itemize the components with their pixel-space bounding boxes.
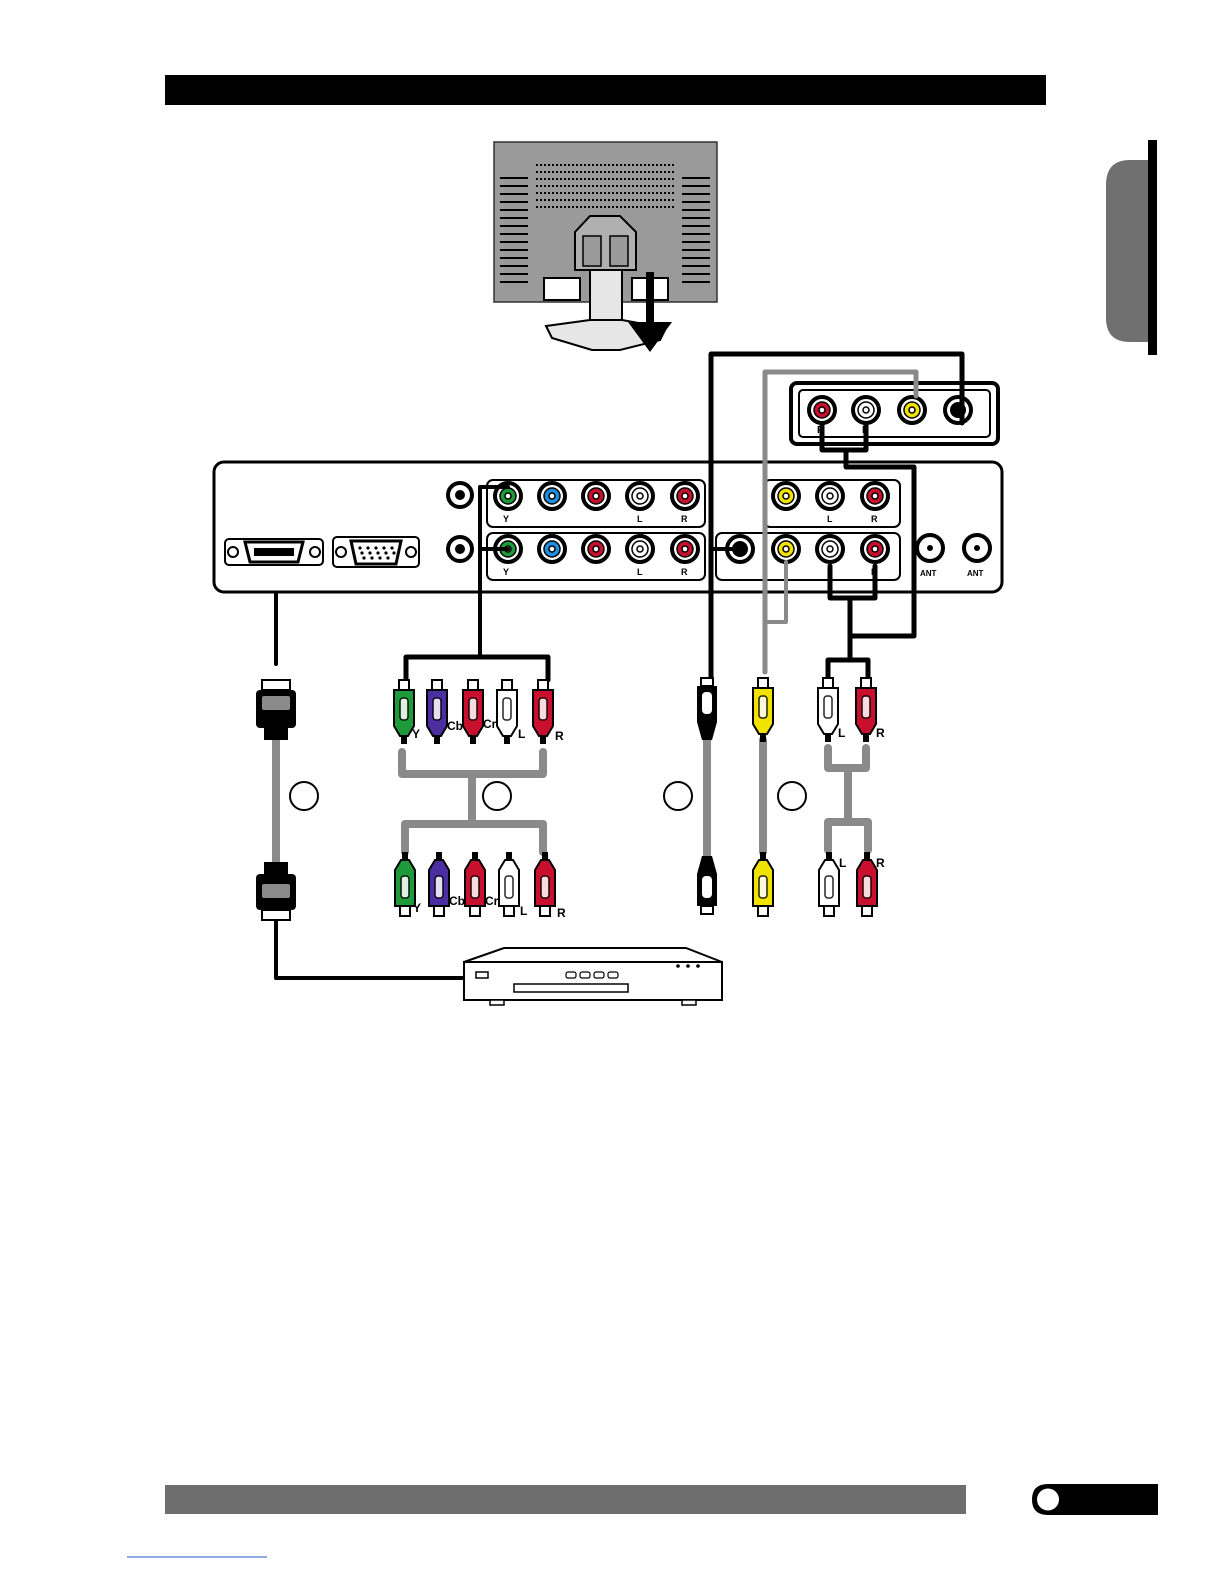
comp-plug-bottom-cr: Cr [485,894,499,908]
hdmi-plug-icon [256,862,296,920]
audio-plug-bottom-r: R [876,856,885,870]
audio-plug-top-r: R [876,726,885,740]
svideo-plug-icon [697,678,717,740]
svideo-port-icon [945,397,971,423]
rca-plug-icon [394,680,414,744]
rca-plug-icon [856,678,876,742]
av1-label-r: R [871,514,878,524]
rca-jack-icon [809,397,835,423]
rca-plug-icon [535,852,555,916]
comp-plug-top-y: Y [412,727,420,741]
audio-plugs-bottom: L R [819,852,885,916]
comp-plug-top-l: L [518,727,525,741]
tv-rear-panel: Y L R Y L R L R L R [214,462,1002,592]
rca-jack-icon [853,397,879,423]
step-circle-icon [664,782,692,810]
step-circle-icon [290,782,318,810]
vga-port-icon [333,537,419,567]
audio-plugs-top: L R [818,678,885,742]
rca-plug-icon [427,680,447,744]
ant2-label: ANT [967,569,984,578]
step-circle-icon [778,782,806,810]
audio-plug-bottom-l: L [839,856,846,870]
hdmi-plug-icon [256,680,296,740]
component-plugs-top: Y Cb Cr L R [394,680,564,744]
rca-plug-icon [463,680,483,744]
comp1-label-r: R [681,514,688,524]
rca-plug-icon [465,852,485,916]
rca-plug-icon [429,852,449,916]
av1-label-l: L [827,514,833,524]
ant1-label: ANT [920,569,937,578]
rca-plug-icon [499,852,519,916]
comp1-label-l: L [637,514,643,524]
comp-plug-top-cb: Cb [447,719,463,733]
rca-plug-icon [753,678,773,742]
step-circle-icon [483,782,511,810]
svideo-plug-icon [697,856,717,914]
rca-plug-icon [533,680,553,744]
header-bar [165,75,1046,105]
footer-bar [165,1485,966,1514]
comp2-label-r: R [681,567,688,577]
comp2-label-y: Y [503,567,509,577]
comp-plug-bottom-y: Y [413,901,421,915]
comp-plug-top-r: R [555,729,564,743]
audio-plug-top-l: L [838,726,845,740]
comp-plug-top-cr: Cr [483,717,497,731]
comp1-label-y: Y [503,514,509,524]
rca-plug-icon [857,852,877,916]
comp-plug-bottom-r: R [557,906,566,920]
rca-plug-icon [819,852,839,916]
rca-plug-icon [753,852,773,916]
rca-plug-icon [497,680,517,744]
comp2-label-l: L [637,567,643,577]
dvd-player-icon [464,948,722,1005]
page-number-tab [1032,1484,1158,1515]
component-plugs-bottom: Y Cb Cr L R [395,852,566,920]
hdmi-port-icon [225,539,323,565]
comp-plug-bottom-l: L [520,904,527,918]
antenna-port-icon [964,535,990,561]
rca-plug-icon [818,678,838,742]
antenna-port-icon [917,535,943,561]
rca-jack-icon [899,397,925,423]
comp-plug-bottom-cb: Cb [449,894,465,908]
monitor-back-icon [494,142,717,350]
rca-plug-icon [395,852,415,916]
side-tab [1106,140,1157,355]
